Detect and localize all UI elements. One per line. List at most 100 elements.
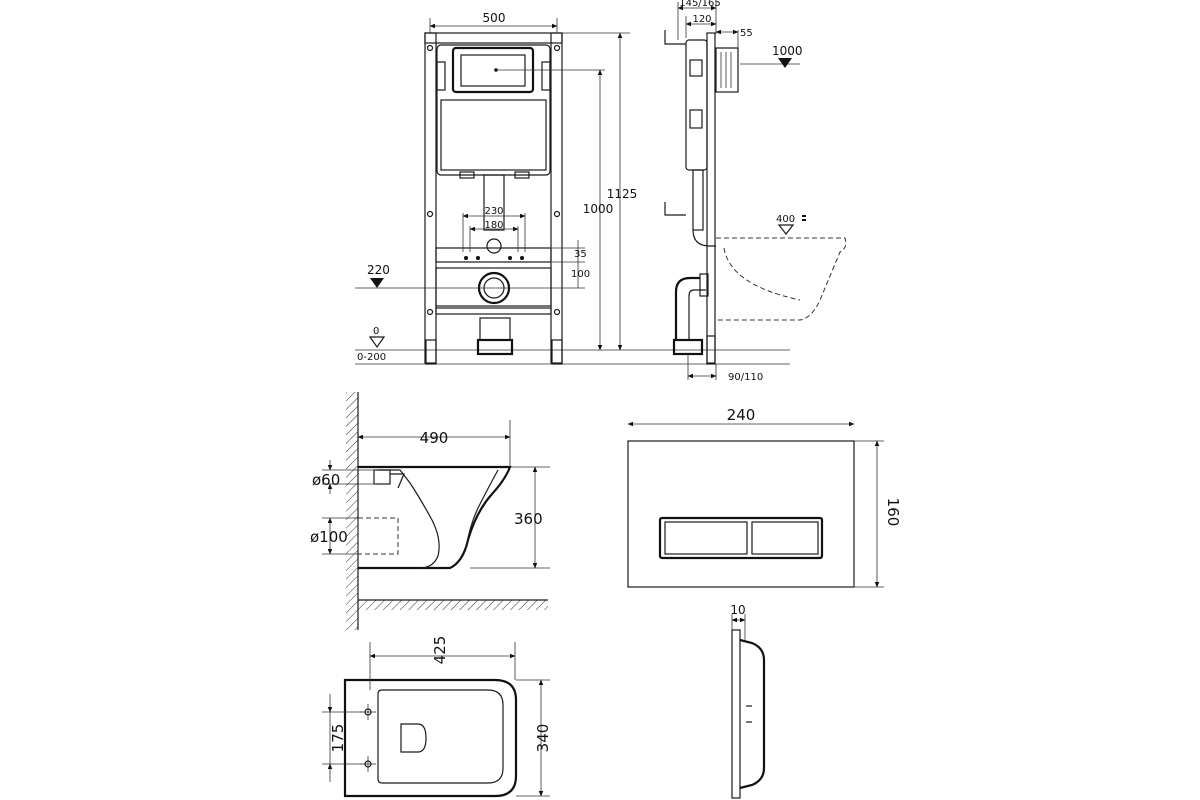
stud-hole — [508, 256, 512, 260]
connector — [459, 171, 475, 179]
drain-socket-side — [672, 338, 704, 356]
side-valve-lower — [689, 109, 703, 129]
flush-center-point — [494, 68, 498, 72]
level-marker — [370, 278, 384, 288]
bolt — [553, 210, 561, 218]
flush-opening-inner — [460, 54, 526, 87]
dim-plate-thickness: 10 — [730, 603, 745, 617]
wall-hatch — [346, 392, 358, 630]
dim-outlet-diameter: ø100 — [310, 528, 348, 546]
bottom-bar — [435, 307, 552, 315]
side-leg — [706, 335, 716, 365]
level-drain: 220 — [367, 263, 390, 277]
level-marker-open — [777, 224, 795, 235]
wall-hook — [664, 202, 686, 216]
bolt — [426, 210, 434, 218]
mounting-plate — [435, 247, 552, 263]
dim-plate-height: 160 — [884, 498, 902, 527]
flush-plate-outline — [627, 440, 855, 588]
wall-hook — [664, 30, 686, 45]
dim-frame-width: 500 — [483, 11, 506, 25]
flush-button-left — [664, 521, 748, 555]
stud-hole — [476, 256, 480, 260]
dim-depth: 120 — [692, 14, 711, 25]
dim-frame-height: 1125 — [607, 187, 638, 201]
level-marker-open — [368, 336, 386, 349]
side-flush-pipe — [692, 169, 704, 231]
level-floor: 0 — [373, 326, 379, 337]
bolt-hole — [364, 708, 372, 716]
plate-side-back — [731, 629, 741, 799]
dim-bolt-spacing: 175 — [329, 724, 347, 753]
bowl-top-inner — [377, 689, 504, 784]
dim-offset-upper: 35 — [574, 249, 587, 260]
flush-plate-side-view: 10 — [730, 603, 766, 799]
side-valve — [689, 59, 703, 77]
flush-pipe-outlet — [486, 238, 502, 254]
dim-plate-width: 240 — [727, 406, 756, 424]
dim-bowl-depth: 340 — [534, 724, 552, 753]
side-bracket-left — [436, 61, 446, 91]
frame-front-view: 500 1125 1000 230 180 35 100 220 0 0-200 — [355, 11, 790, 365]
tick-mark — [802, 219, 806, 221]
bolt — [426, 308, 434, 316]
bowl-side-view: 490 360 ø60 ø100 — [310, 392, 550, 630]
flush-button-right — [751, 521, 819, 555]
drain-socket — [479, 317, 511, 341]
bolt — [553, 308, 561, 316]
bowl-top-outline — [343, 678, 518, 798]
leg-right — [551, 339, 563, 365]
dim-hole-spacing-inner: 180 — [484, 220, 503, 231]
drain-socket-base — [476, 338, 514, 356]
side-inlet — [715, 47, 739, 93]
bolt — [553, 44, 561, 52]
dim-hole-spacing-outer: 230 — [484, 206, 503, 217]
flush-plate-front-view: 240 160 — [627, 406, 902, 588]
stud-hole — [520, 256, 524, 260]
dim-drain-pipe: 90/110 — [728, 372, 763, 383]
side-upright — [706, 32, 716, 364]
dim-inlet-diameter: ø60 — [312, 471, 340, 489]
stud-hole — [464, 256, 468, 260]
dim-bowl-projection: 490 — [420, 429, 449, 447]
side-flush-bend — [692, 229, 716, 247]
level-leg-adjust: 0-200 — [357, 352, 386, 363]
frame-right-upright — [550, 32, 563, 364]
frame-side-view: 145/165 120 55 1000 400 90/110 — [664, 0, 847, 383]
bolt-hole — [364, 760, 372, 768]
dim-offset-lower: 100 — [571, 269, 590, 280]
lower-brace — [435, 267, 552, 307]
frame-left-upright — [424, 32, 437, 364]
floor-hatch — [358, 600, 548, 610]
leg-left — [425, 339, 437, 365]
side-bracket-right — [541, 61, 551, 91]
dim-bowl-width: 425 — [431, 636, 449, 665]
drain-bend-collar — [699, 273, 709, 297]
dim-inlet-offset: 55 — [740, 28, 753, 39]
dim-depth-range: 145/165 — [679, 0, 721, 9]
flush-buttons-frame — [658, 516, 824, 560]
bowl-inlet-channel — [390, 473, 405, 489]
bowl-inlet — [373, 469, 391, 485]
plate-side-profile — [739, 638, 766, 790]
bowl-top-view: 425 340 175 — [322, 636, 552, 798]
dim-bowl-height: 360 — [514, 510, 543, 528]
drain-bend-outer — [674, 276, 700, 340]
level-bowl: 400 — [776, 214, 795, 225]
drain-bend-inner — [688, 289, 706, 340]
bowl-rim-line — [465, 469, 499, 549]
connector — [514, 171, 530, 179]
bowl-outline — [716, 237, 847, 321]
frame-top-bar — [424, 32, 563, 44]
bowl-outlet — [357, 517, 399, 555]
dim-flush-height: 1000 — [583, 202, 614, 216]
bowl-drain-opening — [400, 723, 427, 753]
bowl-inner-outline — [723, 247, 801, 301]
bowl-trap — [378, 469, 440, 569]
bowl-body — [358, 465, 512, 570]
level-marker — [778, 58, 792, 68]
tick-mark — [802, 215, 806, 217]
cistern-panel — [440, 99, 547, 171]
bolt — [426, 44, 434, 52]
